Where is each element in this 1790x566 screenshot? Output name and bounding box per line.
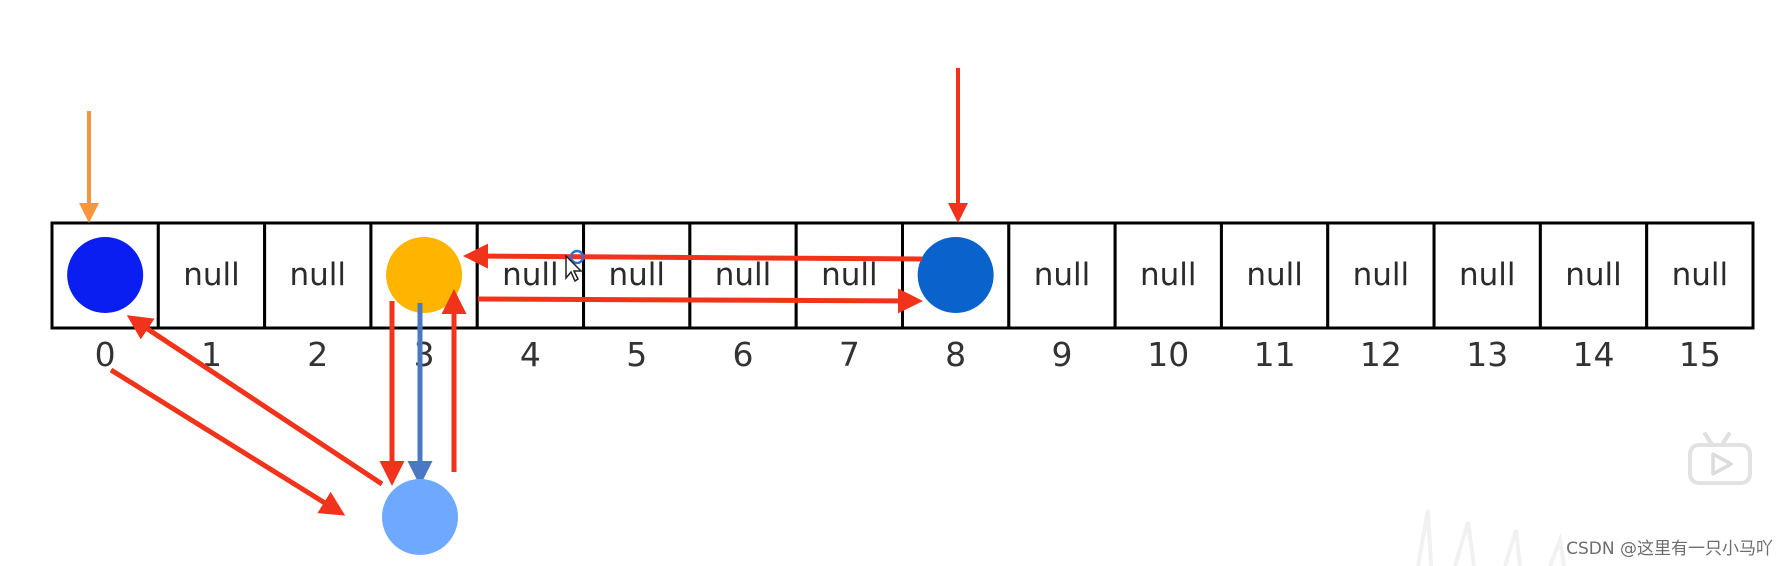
index-label-4: 4 [520,335,541,374]
array-cell-12 [1326,221,1436,330]
index-label-6: 6 [733,335,754,374]
index-label-15: 15 [1679,335,1721,374]
player-watermark-icon [1416,509,1566,566]
link-arrow-8-to-3 [463,243,923,269]
index-label-13: 13 [1466,335,1508,374]
cell-value-11: null [1246,257,1303,293]
linked-node [382,479,458,555]
index-label-9: 9 [1051,335,1072,374]
cell-value-1: null [183,257,240,293]
cell-value-14: null [1565,257,1622,293]
play-icon [1711,452,1733,476]
index-label-0: 0 [95,335,116,374]
array-cell-11 [1219,221,1330,330]
cell-value-6: null [715,257,772,293]
index-label-12: 12 [1360,335,1402,374]
index-label-14: 14 [1573,335,1615,374]
array-cell-2 [263,221,373,330]
bucket-node-0 [67,237,144,313]
index-label-7: 7 [839,335,860,374]
index-label-8: 8 [945,335,966,374]
cell-value-13: null [1459,257,1516,293]
link-arrow-0-to-node [109,367,346,516]
cell-value-2: null [290,257,347,293]
cell-value-10: null [1140,257,1197,293]
link-arrow-node-to-0 [126,315,384,487]
index-label-3: 3 [414,335,435,374]
bucket-node-8 [917,237,994,313]
link-arrow-3-to-8 [477,288,923,314]
cell-value-7: null [821,257,878,293]
cell-value-4: null [502,257,559,293]
array-cell-9 [1007,221,1117,330]
array-cell-15 [1645,221,1755,330]
array-cell-7 [794,221,904,330]
cell-value-15: null [1672,257,1729,293]
index-label-1: 1 [201,335,222,374]
array-cells: null null null null null null null null null null… [50,221,1755,330]
bucket-node-3 [386,237,463,313]
index-label-11: 11 [1254,335,1296,374]
index-label-10: 10 [1147,335,1189,374]
cell-value-12: null [1353,257,1410,293]
cell-value-9: null [1034,257,1091,293]
cursor-ring-icon [569,249,585,265]
array-cell-6 [688,221,798,330]
index-label-2: 2 [307,335,328,374]
array-cell-1 [156,221,267,330]
array-cell-13 [1432,221,1542,330]
play-button[interactable] [1688,432,1752,485]
cell-value-5: null [608,257,665,293]
array-cell-5 [582,221,692,330]
mouse-cursor-icon [565,254,583,283]
index-label-5: 5 [626,335,647,374]
watermark-text: CSDN @这里有一只小马吖 [1566,539,1773,559]
play-button-frame [1688,443,1752,485]
